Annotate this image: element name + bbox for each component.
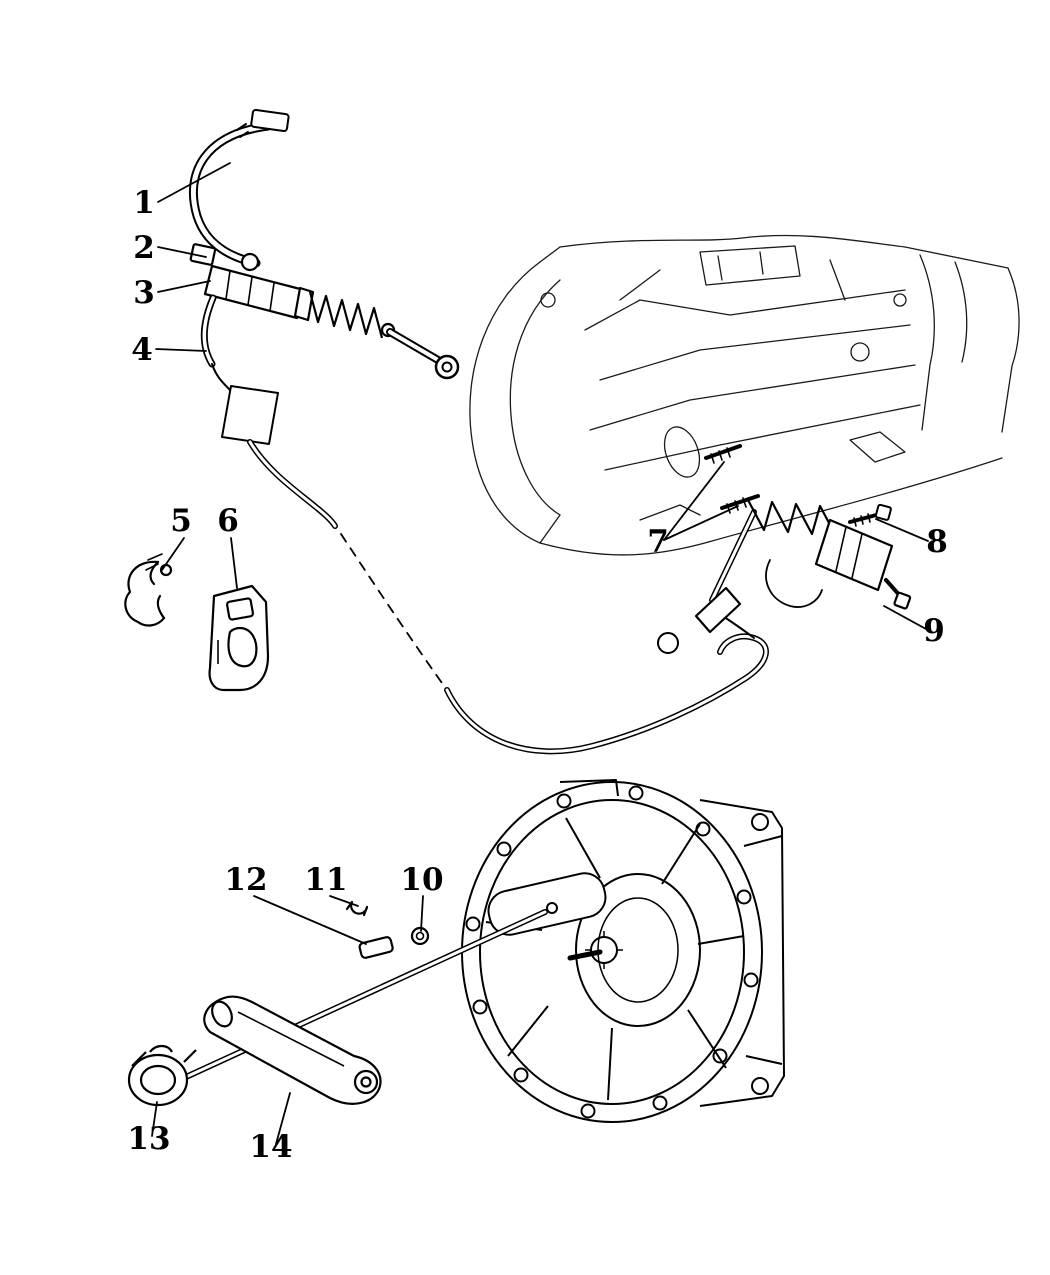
- callout-label-11: 11: [304, 862, 347, 898]
- callout-label-7: 7: [647, 524, 669, 560]
- bleeder-fitting: [893, 591, 912, 610]
- leader-lines: [151, 162, 929, 1145]
- callout-label-1: 1: [133, 185, 155, 221]
- callout-label-5: 5: [170, 503, 192, 539]
- slave-bracket: [765, 559, 823, 608]
- hydraulic-tube: [200, 294, 769, 755]
- slave-spring: [746, 498, 838, 538]
- callout-label-10: 10: [400, 862, 443, 898]
- mounting-bolts: [704, 444, 892, 527]
- tube-grommet: [657, 632, 679, 654]
- callout-label-13: 13: [127, 1121, 170, 1157]
- fork-window: [487, 872, 607, 936]
- slave-cylinder: [694, 498, 912, 634]
- callout-labels: 1 2 3 4 5 6 7 8 9 10 11 12 13 14: [127, 185, 947, 1165]
- callout-label-14: 14: [249, 1129, 292, 1165]
- tube-routing-dashed: [340, 533, 448, 691]
- slave-boot: [694, 586, 742, 634]
- callout-label-2: 2: [133, 230, 155, 266]
- callout-label-3: 3: [133, 275, 155, 311]
- reservoir-port: [240, 252, 260, 272]
- master-cylinder-boot: [308, 291, 384, 339]
- callout-label-12: 12: [224, 862, 267, 898]
- master-cylinder-body: [203, 264, 306, 320]
- callout-label-9: 9: [923, 613, 945, 649]
- sensor-connector: [189, 243, 217, 266]
- clutch-hose: [189, 108, 290, 268]
- callout-label-8: 8: [926, 524, 948, 560]
- callout-label-6: 6: [217, 503, 239, 539]
- mounting-bracket: [208, 584, 270, 692]
- master-pushrod: [386, 328, 460, 380]
- slave-body: [814, 518, 894, 592]
- release-bearing: [127, 1044, 197, 1107]
- pushrod-end: [358, 936, 394, 959]
- callout-label-4: 4: [131, 332, 153, 368]
- washer: [410, 926, 430, 946]
- retainer-clip: [124, 553, 173, 627]
- transmission-case: [469, 234, 1020, 556]
- clutch-housing: [461, 779, 785, 1123]
- bolt-head: [874, 503, 892, 521]
- fork-pushrod-assembly: [159, 900, 603, 1091]
- tube-shield: [221, 385, 279, 445]
- release-fork: [203, 995, 382, 1105]
- master-cylinder: [189, 243, 396, 339]
